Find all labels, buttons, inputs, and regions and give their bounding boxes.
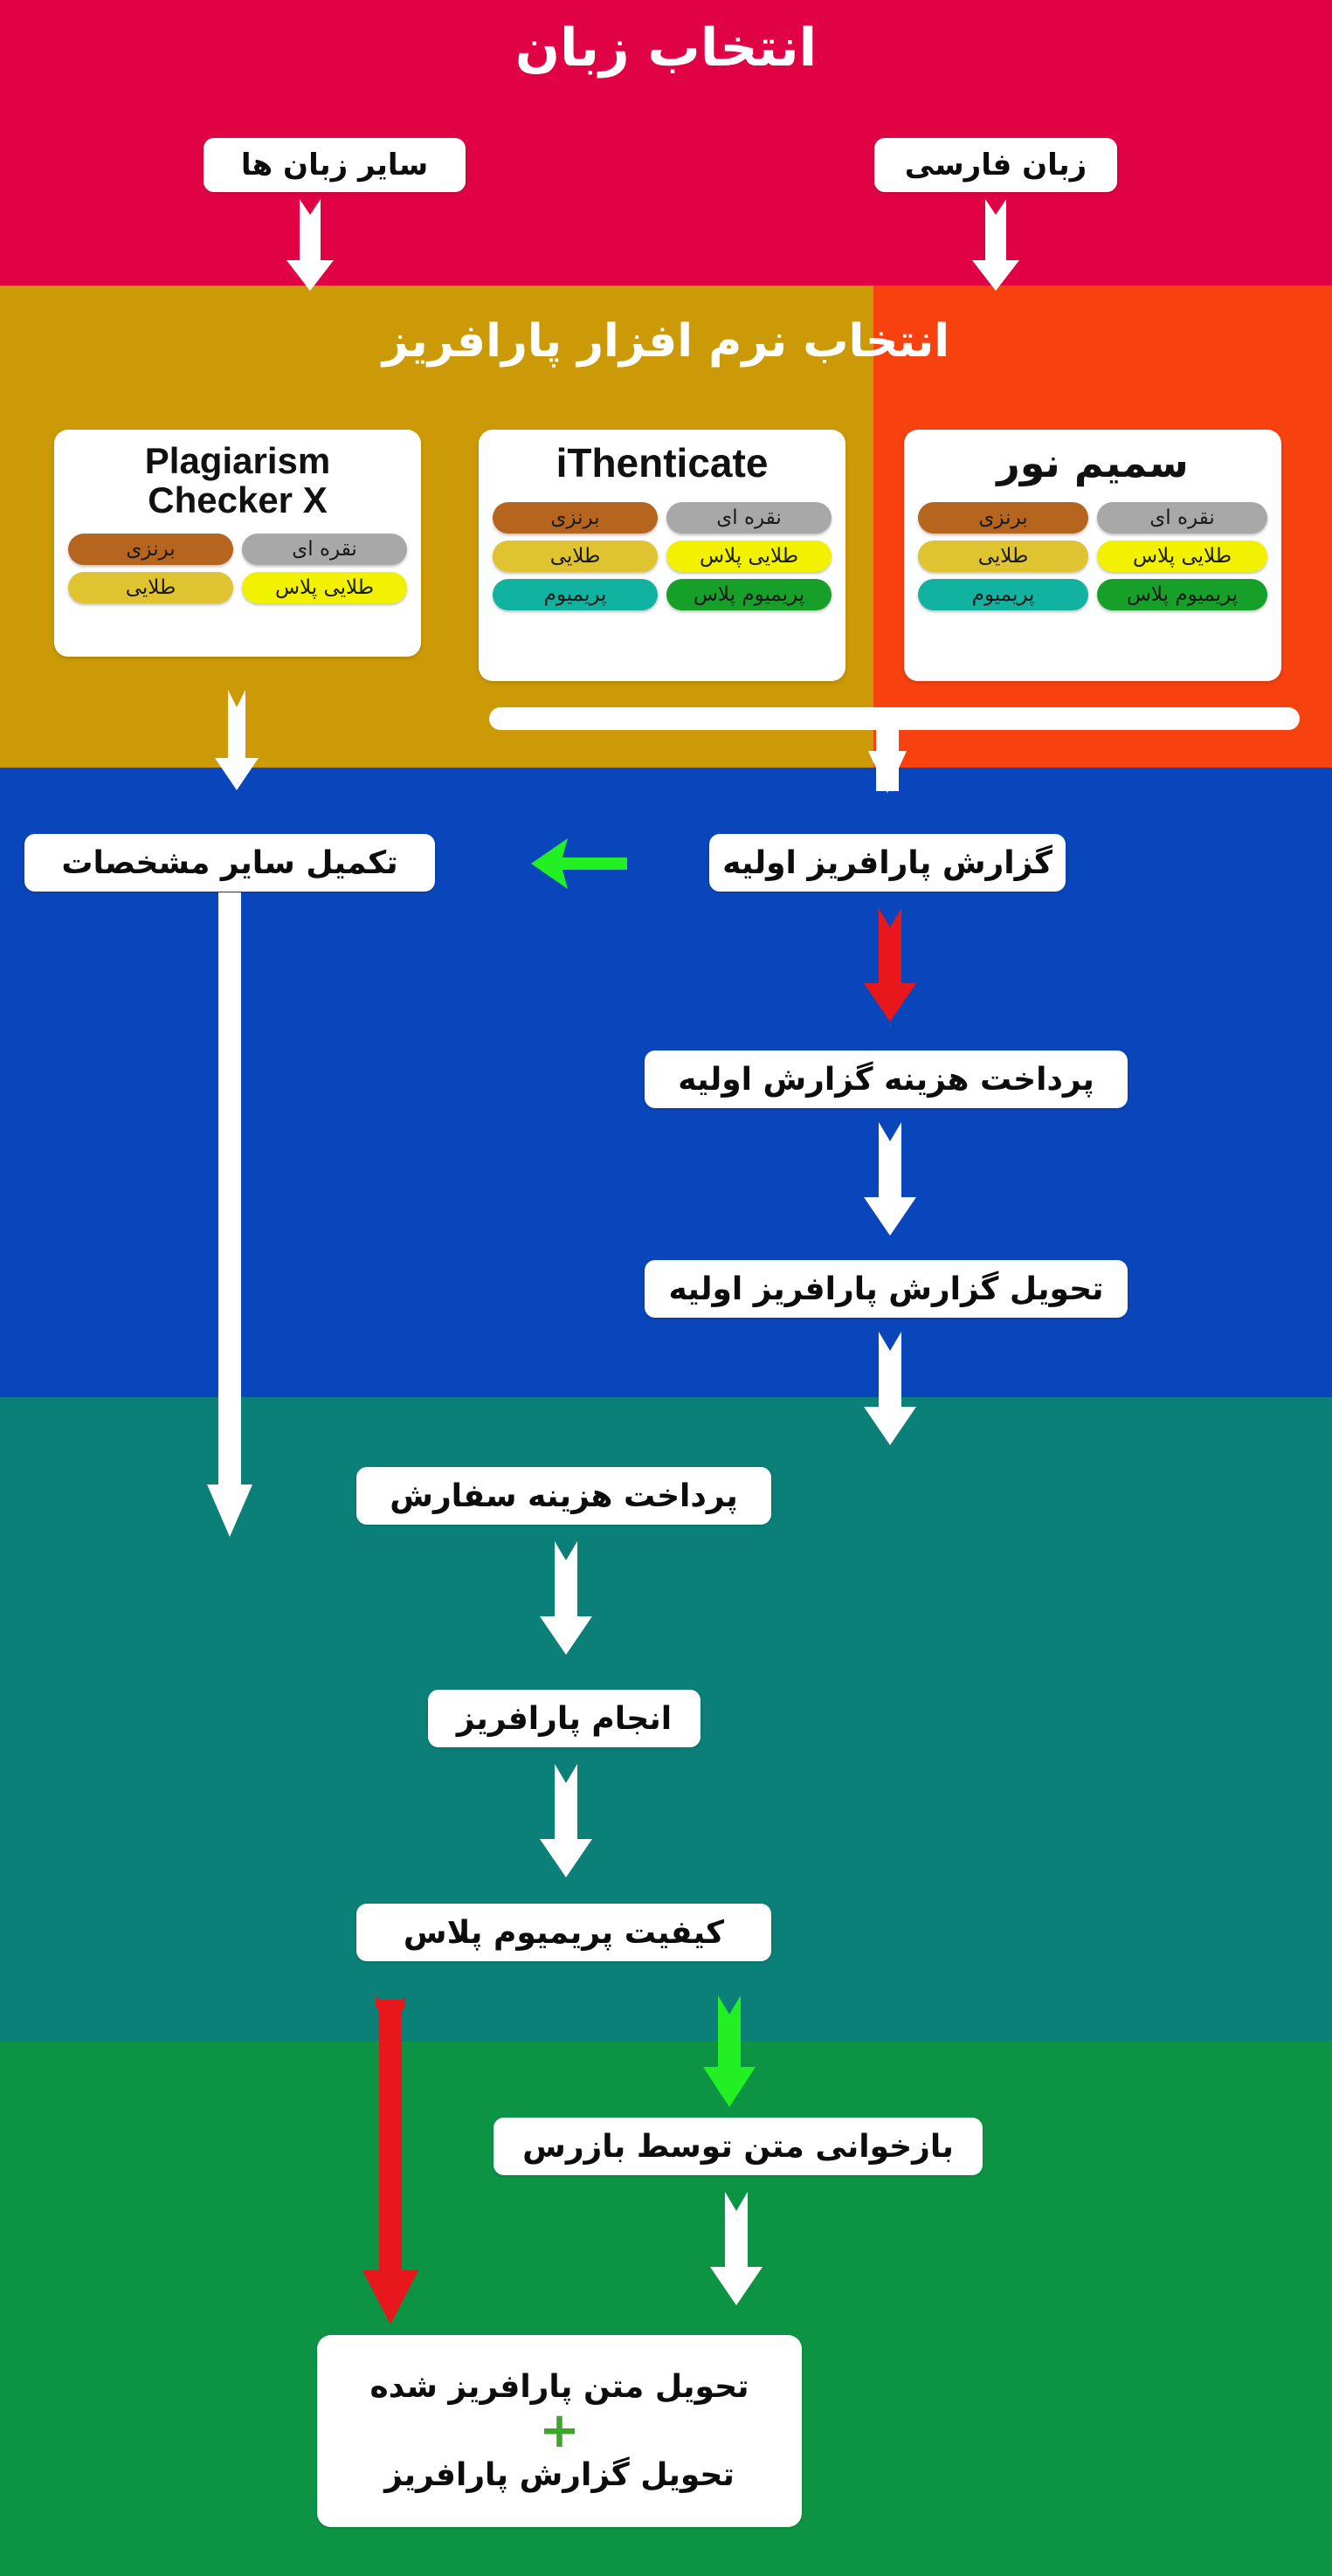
tier-gold[interactable]: طلایی xyxy=(918,540,1088,572)
step-premium-plus-quality[interactable]: کیفیت پریمیوم پلاس xyxy=(356,1904,771,1961)
tier-premium[interactable]: پریمیوم xyxy=(918,578,1088,610)
tier-bronze[interactable]: برنزی xyxy=(493,501,658,534)
tier-silver[interactable]: نقره ای xyxy=(666,501,832,534)
final-delivery-report-line: تحویل گزارش پارافریز xyxy=(384,2457,735,2493)
tier-bronze[interactable]: برنزی xyxy=(68,534,233,566)
option-persian-language[interactable]: زبان فارسی xyxy=(874,138,1117,192)
software-card-samim-noor[interactable]: سمیم نور نقره ای برنزی طلایی پلاس طلایی … xyxy=(904,430,1281,681)
arrow-down-pay-order-to-paraphrase xyxy=(535,1541,597,1655)
arrow-down-quality-to-proofread xyxy=(699,1995,760,2107)
tier-premium-plus[interactable]: پریمیوم پلاس xyxy=(666,578,832,610)
software-card-plagiarism-checker-x[interactable]: Plagiarism Checker X نقره ای برنزی طلایی… xyxy=(54,430,421,657)
tier-gold-plus[interactable]: طلایی پلاس xyxy=(666,540,832,572)
software-section-title: انتخاب نرم افزار پارافریز xyxy=(382,315,950,368)
tier-premium-plus[interactable]: پریمیوم پلاس xyxy=(1097,578,1267,610)
arrow-down-initial-report-to-payment xyxy=(859,908,921,1022)
step-final-delivery[interactable]: تحویل متن پارافریز شده + تحویل گزارش پار… xyxy=(317,2335,802,2527)
step-pay-order-cost[interactable]: پرداخت هزینه سفارش xyxy=(356,1467,771,1525)
tier-gold[interactable]: طلایی xyxy=(493,540,658,572)
connector-stub-software xyxy=(876,707,899,791)
step-initial-paraphrase-report[interactable]: گزارش پارافریز اولیه xyxy=(709,834,1066,892)
arrow-down-other-languages xyxy=(284,199,336,291)
arrow-down-payment-to-delivery xyxy=(859,1122,921,1236)
software-card-ithenticate[interactable]: iThenticate نقره ای برنزی طلایی پلاس طلا… xyxy=(479,430,845,681)
arrow-down-other-specs-to-pay-order xyxy=(204,1484,256,1537)
connector-line-other-specs-to-pay-order xyxy=(218,892,241,1495)
plus-icon: + xyxy=(539,2402,580,2459)
arrow-notch-red-top xyxy=(364,1995,417,2030)
tier-premium[interactable]: پریمیوم xyxy=(493,578,658,610)
language-section-title: انتخاب زبان xyxy=(514,17,818,79)
tier-silver[interactable]: نقره ای xyxy=(1097,501,1267,534)
arrow-down-red-to-final-delivery xyxy=(359,2270,422,2325)
connector-line-quality-to-final xyxy=(379,2000,402,2288)
arrow-left-to-other-specs xyxy=(531,838,627,889)
option-other-languages[interactable]: سایر زبان ها xyxy=(204,138,466,192)
arrow-down-delivery-to-pay-order xyxy=(859,1332,921,1445)
tier-grid-samim-noor: نقره ای برنزی طلایی پلاس طلایی پریمیوم پ… xyxy=(918,501,1267,610)
arrow-down-from-plagiarism-checker-x xyxy=(210,690,263,790)
arrow-down-proofread-to-final xyxy=(706,2192,767,2305)
card-title-samim-noor: سمیم نور xyxy=(997,439,1189,486)
tier-silver[interactable]: نقره ای xyxy=(242,534,407,566)
arrow-down-paraphrase-to-quality xyxy=(535,1764,597,1877)
tier-bronze[interactable]: برنزی xyxy=(918,501,1088,534)
tier-gold[interactable]: طلایی xyxy=(68,572,233,604)
step-complete-other-specs[interactable]: تکمیل سایر مشخصات xyxy=(24,834,435,892)
step-deliver-initial-paraphrase-report[interactable]: تحویل گزارش پارافریز اولیه xyxy=(645,1260,1128,1318)
tier-gold-plus[interactable]: طلایی پلاس xyxy=(242,572,407,604)
tier-grid-ithenticate: نقره ای برنزی طلایی پلاس طلایی پریمیوم پ… xyxy=(493,501,832,610)
arrow-down-persian-language xyxy=(970,199,1022,291)
card-title-ithenticate: iThenticate xyxy=(556,440,769,486)
tier-gold-plus[interactable]: طلایی پلاس xyxy=(1097,540,1267,572)
step-proofread-by-inspector[interactable]: بازخوانی متن توسط بازرس xyxy=(493,2118,983,2175)
final-delivery-text-line: تحویل متن پارافریز شده xyxy=(369,2369,749,2405)
step-pay-initial-report-cost[interactable]: پرداخت هزینه گزارش اولیه xyxy=(645,1050,1128,1108)
card-title-plagiarism-checker-x: Plagiarism Checker X xyxy=(144,440,331,520)
tier-grid-plagiarism-checker-x: نقره ای برنزی طلایی پلاس طلایی xyxy=(68,534,407,604)
step-perform-paraphrase[interactable]: انجام پارافریز xyxy=(428,1690,701,1747)
